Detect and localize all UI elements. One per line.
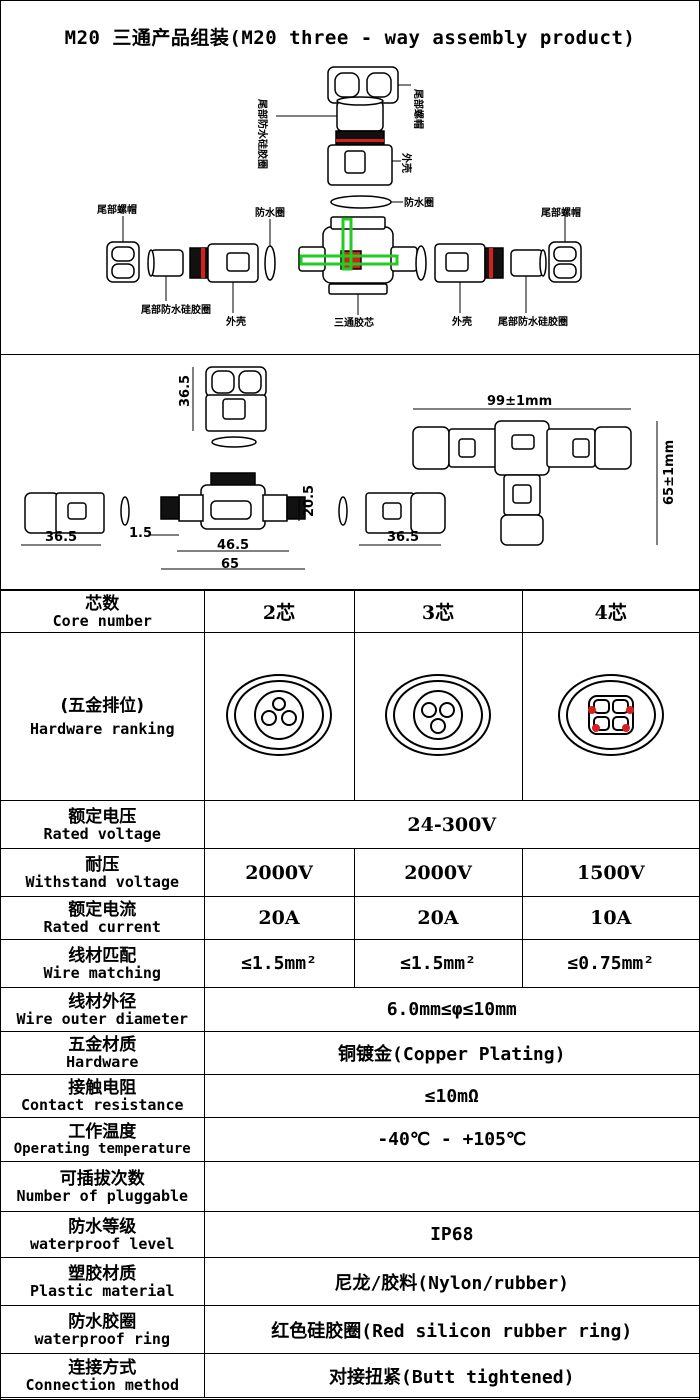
operating-temperature-value: -40℃ - +105℃	[203, 1117, 699, 1162]
table-row: (五金排位)Hardware ranking	[1, 632, 699, 801]
waterproof-ring-left	[264, 245, 276, 281]
dim-36-5-left: 36.5	[45, 530, 77, 545]
dim-65-vertical: 65±1mm	[662, 440, 677, 505]
label-waterproof-ring-left: 防水圈	[255, 206, 285, 219]
dim-36-5-right: 36.5	[387, 530, 419, 545]
exploded-assembly-drawing: 尾部螺帽 尾部防水硅胶圈 外壳 防水圈 尾部螺帽 防水圈 尾部螺帽 尾部防水硅胶…	[97, 66, 582, 329]
tail-nut-right	[548, 241, 582, 283]
dimension-drawing: 36.5 99±1mm 65±1mm 36.5 1.5 46.5 65 20.5…	[21, 366, 677, 572]
cell-4-core: 4芯	[521, 590, 699, 633]
rated-voltage-value: 24-300V	[203, 800, 699, 849]
shell-left	[189, 243, 259, 283]
tail-seal-right	[510, 249, 547, 277]
label-tail-seal-left: 尾部防水硅胶圈	[141, 303, 211, 316]
label-shell-right: 外壳	[451, 315, 472, 328]
dimension-section: 36.5 99±1mm 65±1mm 36.5 1.5 46.5 65 20.5…	[1, 355, 699, 590]
tee-core	[298, 216, 418, 295]
cell-3-core: 2000V	[353, 848, 523, 897]
pin-2-core-icon	[226, 673, 332, 756]
label-tail-nut-right: 尾部螺帽	[541, 206, 581, 219]
label-shell-left: 外壳	[225, 315, 246, 328]
waterproof-ring-value: 红色硅胶圈(Red silicon rubber ring)	[203, 1305, 699, 1354]
label-tail-seal-right: 尾部防水硅胶圈	[498, 315, 568, 328]
cell-2-core: 2芯	[203, 590, 355, 633]
dim-46-5: 46.5	[217, 538, 249, 553]
tail-seal-top	[336, 96, 384, 132]
row-label: (五金排位)Hardware ranking	[1, 632, 205, 801]
label-tail-nut-left: 尾部螺帽	[97, 203, 137, 216]
tail-seal-left	[147, 249, 184, 277]
cell-2-core: 20A	[203, 896, 355, 940]
dim-1-5: 1.5	[129, 526, 152, 541]
label-shell-top: 外壳	[400, 152, 413, 173]
label-tail-seal-top: 尾部防水硅胶圈	[256, 99, 269, 169]
cell-2-core: ≤1.5mm²	[203, 939, 355, 988]
page-title: M20 三通产品组装(M20 three - way assembly prod…	[64, 27, 636, 49]
cell-4-core: 10A	[521, 896, 699, 940]
cell-4-core: ≤0.75mm²	[521, 939, 699, 988]
pin-layout-4-core	[521, 632, 699, 801]
shell-right	[434, 243, 504, 283]
wire-outer-diameter-value: 6.0mm≤φ≤10mm	[203, 987, 699, 1032]
dim-36-5-vertical: 36.5	[178, 375, 193, 407]
dim-20-5: 20.5	[302, 485, 317, 517]
connection-method-value: 对接扭紧(Butt tightened)	[203, 1353, 699, 1398]
cell-3-core: 20A	[353, 896, 523, 940]
cell-3-core: ≤1.5mm²	[353, 939, 523, 988]
dim-65: 65	[221, 557, 239, 572]
tail-nut-top	[327, 66, 399, 104]
assembly-section: M20 三通产品组装(M20 three - way assembly prod…	[1, 1, 699, 355]
waterproof-level-value: IP68	[203, 1211, 699, 1258]
cell-4-core: 1500V	[521, 848, 699, 897]
cell-2-core: 2000V	[203, 848, 355, 897]
label-waterproof-ring-top: 防水圈	[404, 196, 434, 209]
contact-resistance-value: ≤10mΩ	[203, 1074, 699, 1118]
dim-99: 99±1mm	[487, 394, 552, 409]
shell-top	[327, 130, 393, 186]
pluggable-value	[203, 1161, 699, 1212]
cell-3-core: 3芯	[353, 590, 523, 633]
pin-layout-3-core	[353, 632, 523, 801]
plastic-material-value: 尼龙/胶料(Nylon/rubber)	[203, 1257, 699, 1306]
label-tail-nut-top: 尾部螺帽	[412, 89, 425, 129]
hardware-value: 铜镀金(Copper Plating)	[203, 1031, 699, 1075]
waterproof-ring-top	[330, 195, 392, 209]
tail-nut-left	[106, 241, 140, 283]
waterproof-ring-right	[415, 245, 427, 281]
pin-4-core-icon	[557, 673, 664, 756]
pin-3-core-icon	[385, 673, 491, 756]
label-core: 三通胶芯	[334, 316, 374, 329]
pin-layout-2-core	[203, 632, 355, 801]
